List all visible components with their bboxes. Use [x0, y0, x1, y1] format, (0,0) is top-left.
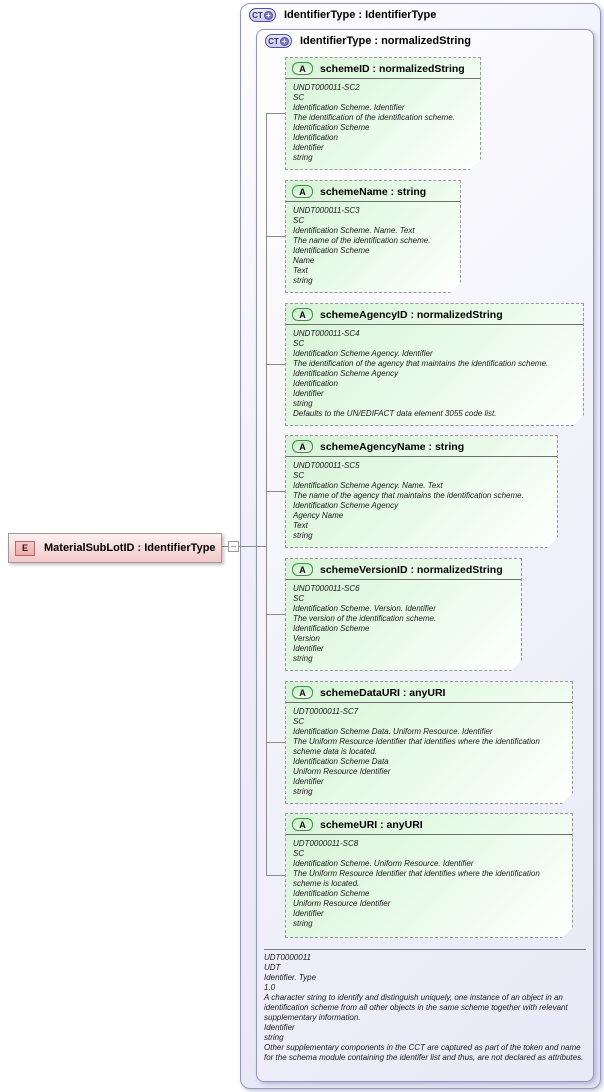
- element-node-materialsublotid[interactable]: E MaterialSubLotID : IdentifierType: [8, 533, 222, 563]
- simplecontent-header: CT+ IdentifierType : normalizedString: [265, 34, 471, 48]
- connector-branch: [266, 491, 285, 492]
- attribute-label: schemeName : string: [320, 185, 427, 198]
- attribute-label: schemeAgencyName : string: [320, 440, 465, 453]
- attribute-icon: A: [292, 563, 313, 576]
- connector-branch: [266, 236, 285, 237]
- attribute-icon: A: [292, 818, 313, 831]
- plus-icon: +: [263, 10, 273, 20]
- element-icon: E: [15, 540, 35, 556]
- connector-branch: [266, 113, 285, 114]
- attribute-label: schemeURI : anyURI: [320, 818, 423, 831]
- attribute-icon: A: [292, 686, 313, 699]
- attribute-icon: A: [292, 62, 313, 75]
- connector-branch: [266, 875, 285, 876]
- connector-element-line: [222, 546, 267, 547]
- simplecontent-label: IdentifierType : normalizedString: [300, 35, 471, 47]
- complextype-label: IdentifierType : IdentifierType: [284, 9, 437, 21]
- attribute-label: schemeVersionID : normalizedString: [320, 563, 503, 576]
- attribute-icon: A: [292, 308, 313, 321]
- connector-branch: [266, 614, 285, 615]
- connector-branch: [266, 742, 285, 743]
- attribute-icon: A: [292, 440, 313, 453]
- complextype-icon: CT+: [249, 8, 276, 22]
- attribute-icon: A: [292, 185, 313, 198]
- collapse-toggle[interactable]: –: [228, 541, 239, 552]
- connector-branch: [266, 364, 285, 365]
- attribute-label: schemeAgencyID : normalizedString: [320, 308, 503, 321]
- connector-trunk: [266, 113, 267, 876]
- complextype-header: CT+ IdentifierType : IdentifierType: [249, 8, 436, 22]
- plus-icon: +: [279, 36, 289, 46]
- footer-separator: [264, 949, 586, 950]
- attribute-label: schemeID : normalizedString: [320, 62, 465, 75]
- element-label: MaterialSubLotID : IdentifierType: [44, 542, 216, 554]
- complextype-icon: CT+: [265, 34, 292, 48]
- attribute-label: schemeDataURI : anyURI: [320, 686, 446, 699]
